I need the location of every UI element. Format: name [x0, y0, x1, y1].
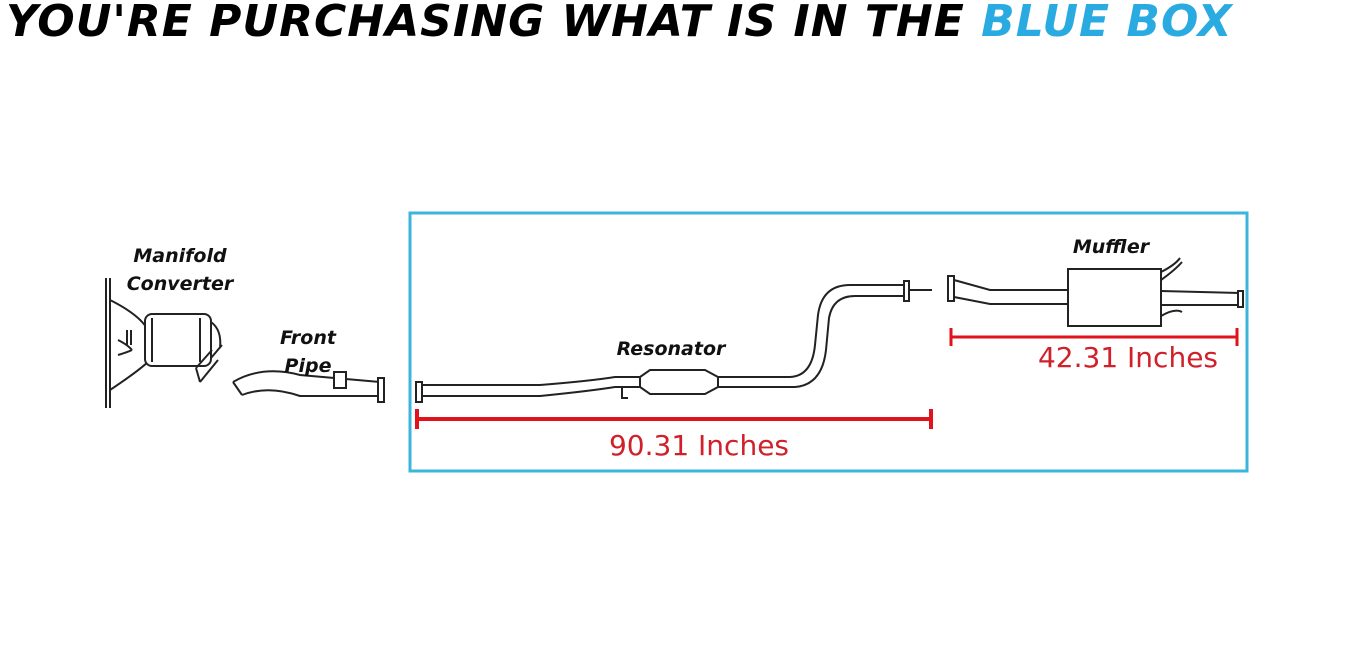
resonator-pipe-drawing — [415, 280, 932, 403]
front-pipe-drawing — [232, 370, 385, 403]
muffler-measurement-label: 42.31 Inches — [1038, 341, 1218, 374]
blue-highlight-box — [408, 211, 1249, 473]
headline-prefix: YOU'RE PURCHASING WHAT IS IN THE — [6, 0, 965, 47]
manifold-converter-drawing — [105, 278, 223, 408]
muffler-drawing — [947, 257, 1244, 327]
label-line: Converter — [127, 273, 235, 295]
label-resonator: Resonator — [617, 338, 727, 360]
muffler-measurement-bar — [949, 328, 1239, 346]
label-line: Pipe — [285, 355, 332, 377]
label-line: Front — [280, 327, 337, 349]
label-muffler: Muffler — [1073, 236, 1151, 258]
resonator-measurement-bar — [415, 409, 933, 429]
label-line: Manifold — [133, 245, 227, 267]
resonator-measurement-label: 90.31 Inches — [609, 429, 789, 462]
headline: YOU'RE PURCHASING WHAT IS IN THE BLUE BO… — [6, 0, 1233, 47]
headline-highlight: BLUE BOX — [981, 0, 1233, 47]
